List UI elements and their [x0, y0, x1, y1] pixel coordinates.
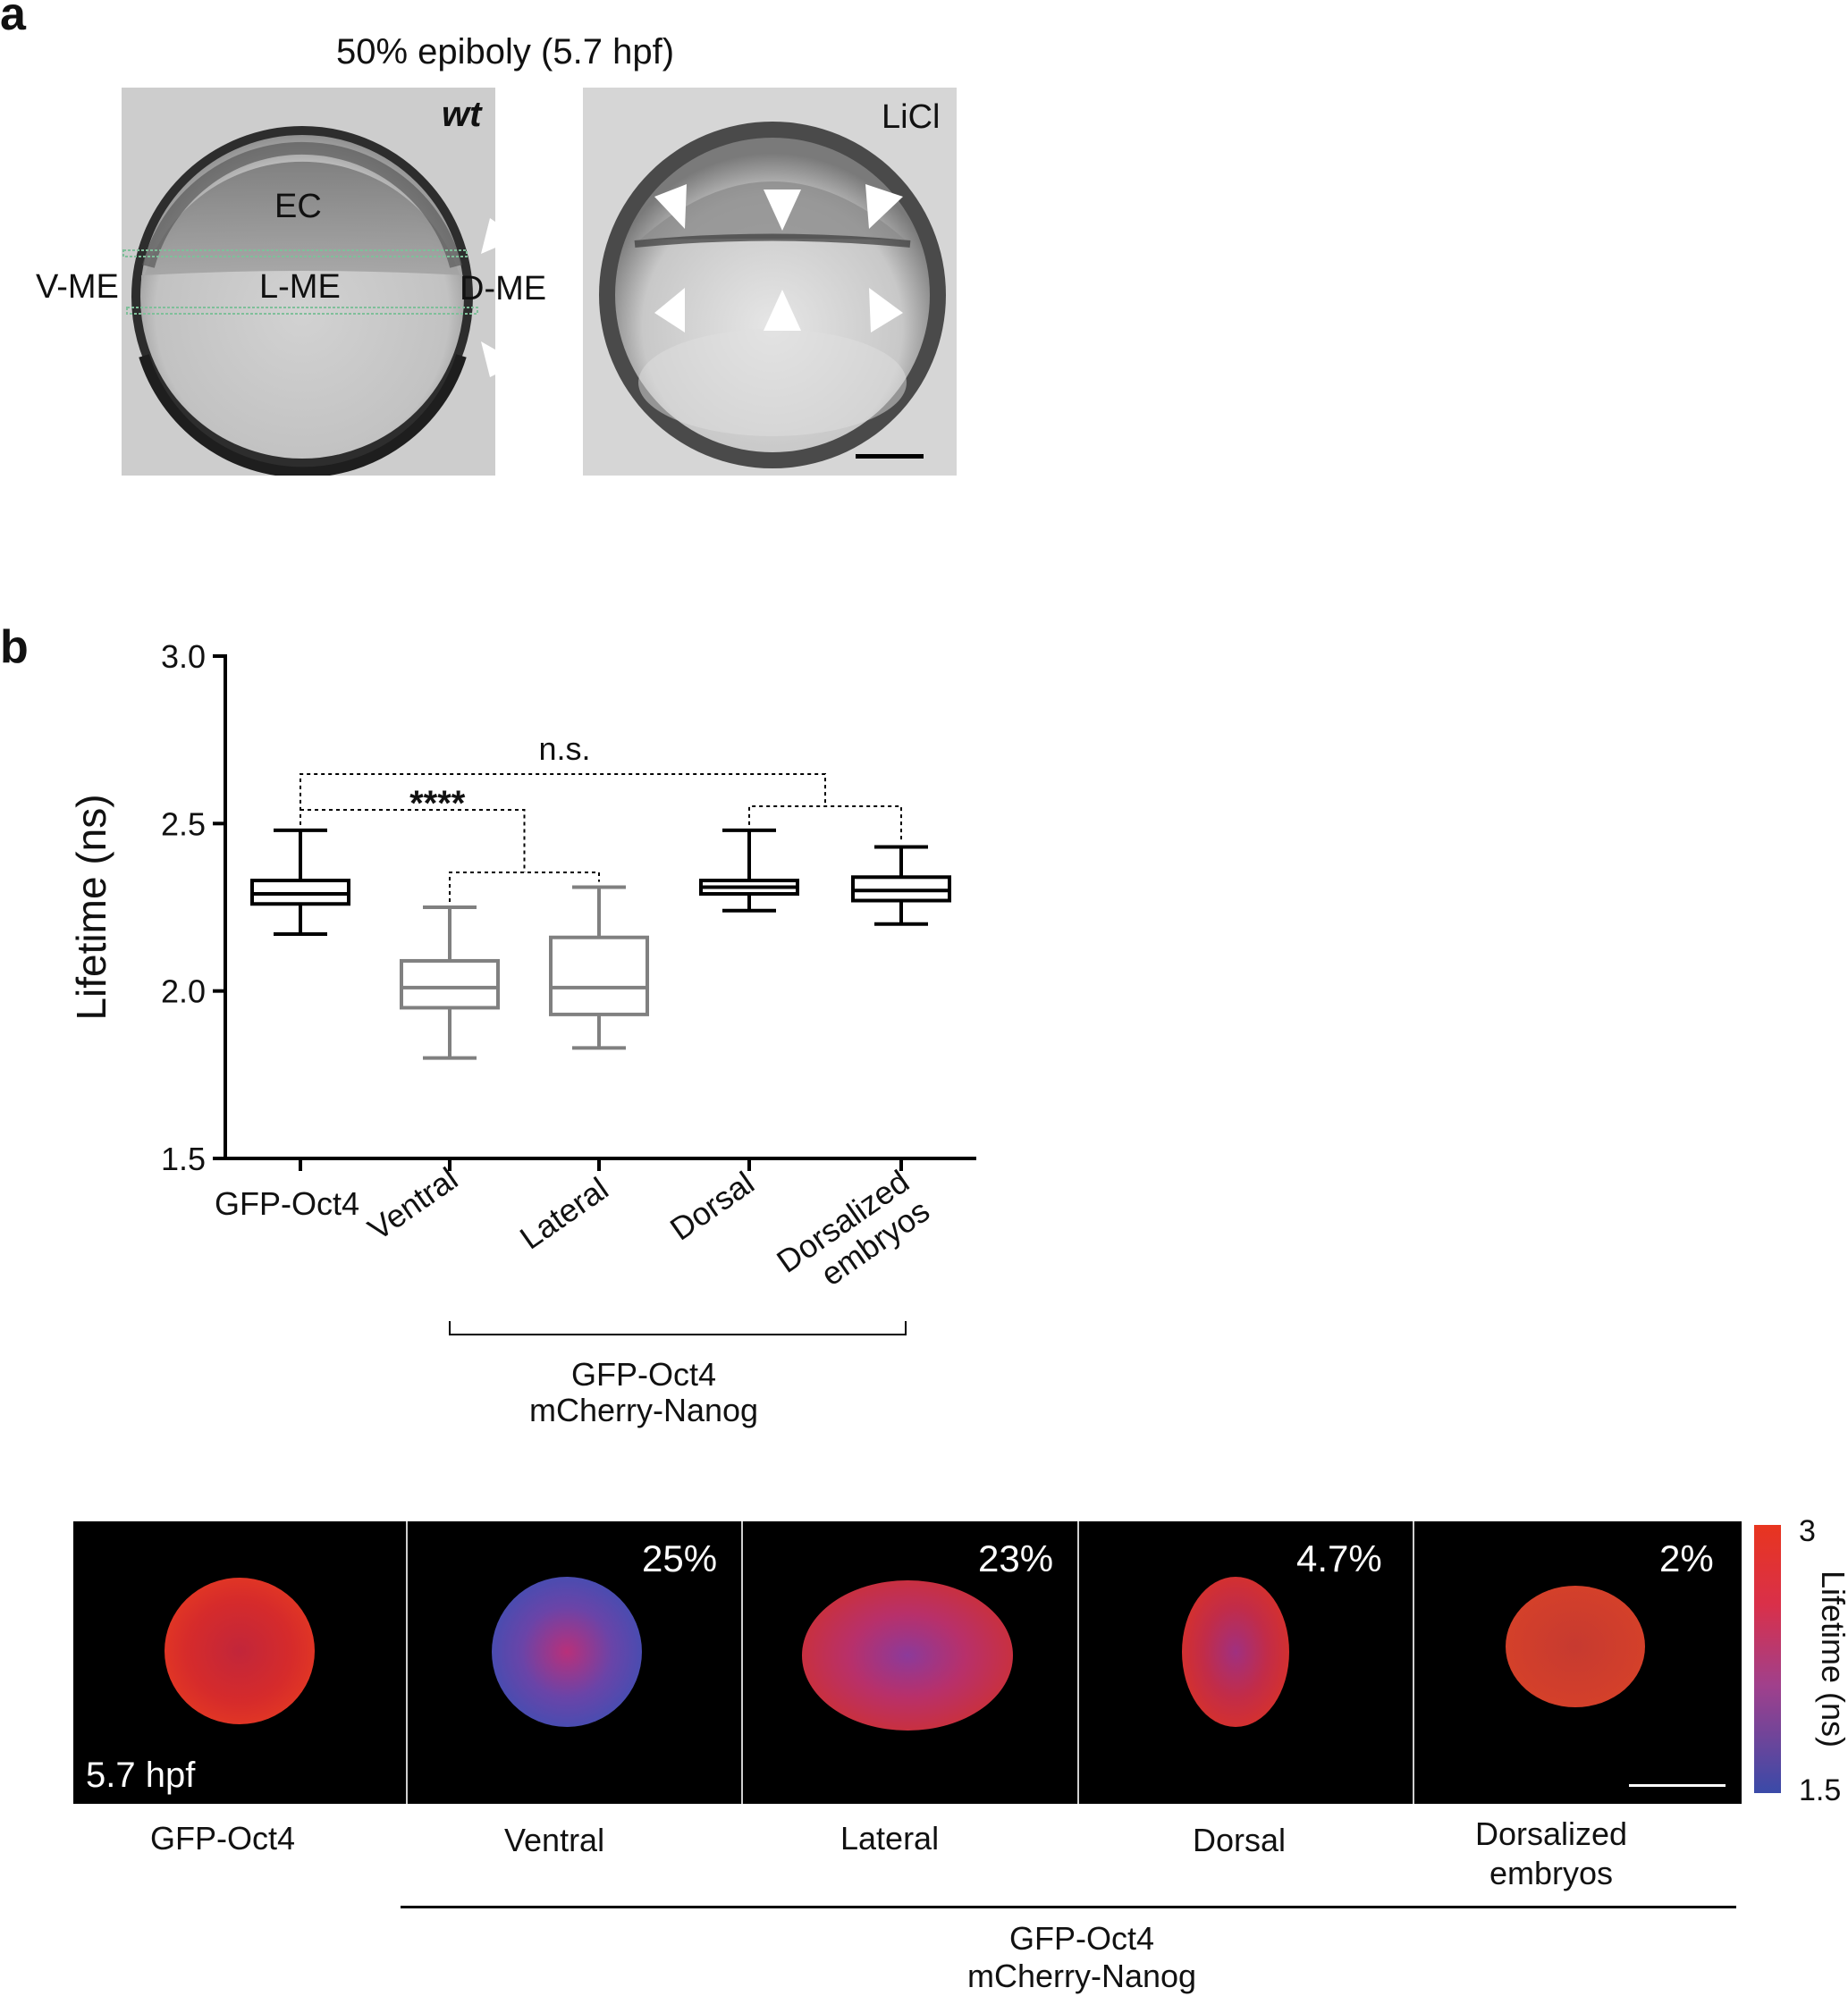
label-c-dorsalized: Dorsalized embryos	[1475, 1815, 1627, 1893]
y-tick-label: 3.0	[161, 638, 206, 675]
colorbar	[1754, 1525, 1781, 1793]
box-0	[250, 828, 350, 936]
nucleus-gfp-oct4	[165, 1578, 315, 1724]
sig-ns-label: n.s.	[538, 730, 590, 767]
flim-images	[165, 1521, 1726, 1804]
scale-bar	[1629, 1784, 1726, 1787]
percent-dorsalized: 2%	[1659, 1537, 1714, 1579]
colorbar-min: 1.5	[1799, 1773, 1842, 1807]
label-c-lateral: Lateral	[840, 1820, 940, 1857]
percent-lateral: 23%	[978, 1537, 1054, 1579]
bracket-dorsal-dorsalized	[748, 805, 902, 842]
arrow-icon	[764, 189, 801, 231]
panel-b-letter: b	[0, 621, 29, 673]
arrow-icon	[869, 288, 903, 333]
nucleus-lateral	[802, 1580, 1013, 1731]
label-c-dorsal: Dorsal	[1193, 1822, 1287, 1858]
group-line-c	[401, 1906, 1736, 1908]
arrow-icon	[654, 288, 685, 333]
wt-arrows	[481, 218, 519, 377]
label-l-me: L-ME	[259, 268, 341, 306]
label-c-ventral: Ventral	[504, 1822, 605, 1858]
arrow-icon	[481, 341, 519, 377]
wt-tag: wt	[442, 95, 482, 134]
percent-dorsal: 4.7%	[1296, 1537, 1382, 1579]
bracket-ventral-lateral	[449, 872, 600, 902]
bracket-ns	[300, 773, 826, 825]
colorbar-title: Lifetime (ns)	[1815, 1570, 1848, 1748]
colorbar-max: 3	[1799, 1514, 1816, 1548]
box-iqr	[400, 958, 500, 1010]
label-v-me: V-ME	[36, 268, 119, 306]
percent-ventral: 25%	[642, 1537, 718, 1579]
group-bracket-b	[449, 1321, 907, 1335]
xtick-gfp-oct4: GFP-Oct4	[215, 1185, 360, 1222]
label-c-gfp: GFP-Oct4	[150, 1820, 296, 1857]
arrow-icon	[481, 218, 519, 254]
y-tick-label: 2.0	[161, 973, 206, 1010]
y-tick-label: 1.5	[161, 1141, 206, 1177]
y-tick-label: 2.5	[161, 805, 206, 842]
box-3	[699, 828, 799, 913]
label-c-dorsalized-line2: embryos	[1489, 1855, 1614, 1891]
nucleus-dorsalized	[1506, 1586, 1645, 1707]
group-label-b-line2: mCherry-Nanog	[528, 1392, 759, 1428]
panel-a-letter: a	[0, 0, 26, 40]
nucleus-ventral	[492, 1577, 642, 1727]
group-label-c-line2: mCherry-Nanog	[966, 1958, 1197, 1994]
licl-embryo-image	[583, 88, 957, 476]
sig-stars-label: ****	[409, 784, 466, 823]
box-4	[851, 845, 951, 926]
label-c-dorsalized-line1: Dorsalized	[1475, 1815, 1628, 1852]
label-ec: EC	[274, 188, 322, 225]
licl-arrows	[654, 184, 903, 333]
group-label-b-line1: GFP-Oct4	[570, 1356, 717, 1393]
box-iqr	[549, 935, 649, 1016]
box-2	[549, 885, 649, 1050]
box-1	[400, 905, 500, 1060]
group-label-c: GFP-Oct4 mCherry-Nanog	[939, 1920, 1225, 1995]
bracket-stars	[300, 809, 526, 872]
group-label-b: GFP-Oct4 mCherry-Nanog	[501, 1357, 787, 1428]
chart-boxes	[250, 828, 951, 1060]
panel-a-title: 50% epiboly (5.7 hpf)	[336, 32, 675, 72]
chart-axes: 3.0 2.5 2.0 1.5 Lifetime (ns) n.s. ****	[68, 638, 976, 1177]
group-label-c-line1: GFP-Oct4	[1008, 1920, 1155, 1957]
corner-label-hpf: 5.7 hpf	[86, 1756, 196, 1795]
arrow-icon	[764, 290, 801, 331]
box-plot-chart: 3.0 2.5 2.0 1.5 Lifetime (ns) n.s. ****	[68, 638, 976, 1177]
y-axis-label: Lifetime (ns)	[68, 794, 114, 1020]
arrow-icon	[865, 184, 903, 229]
wt-embryo-image	[122, 88, 495, 476]
licl-tag: LiCl	[882, 98, 941, 136]
nucleus-dorsal	[1182, 1577, 1289, 1727]
label-d-me: D-ME	[460, 270, 547, 307]
arrow-icon	[654, 184, 687, 229]
